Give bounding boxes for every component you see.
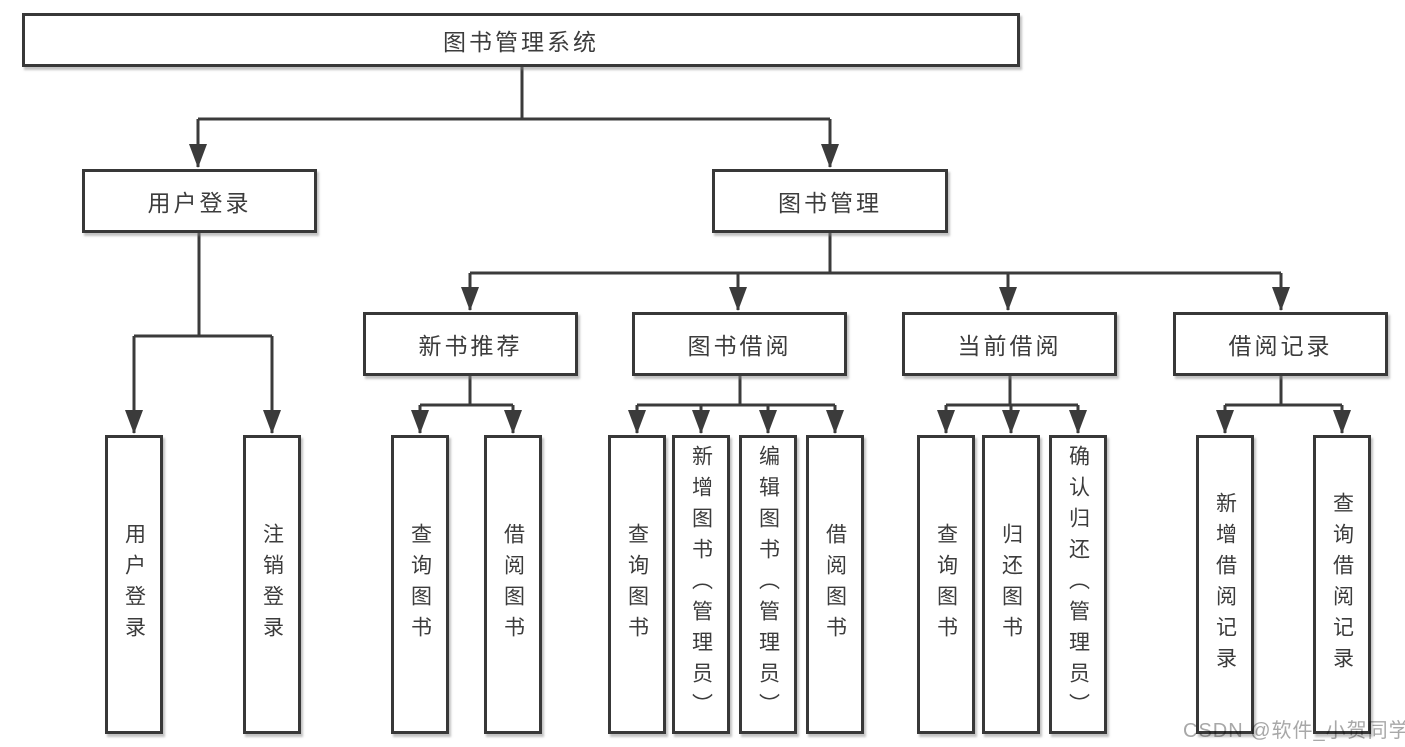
leaf-borrow-books-2: 借阅图书 <box>806 435 864 734</box>
node-current-borrow: 当前借阅 <box>902 312 1117 376</box>
leaf-query-books-2: 查询图书 <box>608 435 666 734</box>
node-new-book-recommend: 新书推荐 <box>363 312 578 376</box>
csdn-watermark: CSDN @软件_小贺同学 <box>1183 720 1405 742</box>
leaf-add-books-admin: 新增图书（管理员） <box>672 435 730 734</box>
leaf-edit-books-admin: 编辑图书（管理员） <box>739 435 797 734</box>
leaf-logout: 注销登录 <box>243 435 301 734</box>
leaf-borrow-books-1: 借阅图书 <box>484 435 542 734</box>
node-book-borrow: 图书借阅 <box>632 312 847 376</box>
leaf-query-books-1: 查询图书 <box>391 435 449 734</box>
node-user-login: 用户登录 <box>82 169 317 233</box>
leaf-user-login: 用户登录 <box>105 435 163 734</box>
node-borrow-records: 借阅记录 <box>1173 312 1388 376</box>
leaf-add-borrow-record: 新增借阅记录 <box>1196 435 1254 734</box>
leaf-confirm-return-admin: 确认归还（管理员） <box>1049 435 1107 734</box>
node-library-system: 图书管理系统 <box>22 13 1020 67</box>
leaf-return-books: 归还图书 <box>982 435 1040 734</box>
leaf-query-books-3: 查询图书 <box>917 435 975 734</box>
node-book-management: 图书管理 <box>712 169 948 233</box>
leaf-query-borrow-record: 查询借阅记录 <box>1313 435 1371 734</box>
